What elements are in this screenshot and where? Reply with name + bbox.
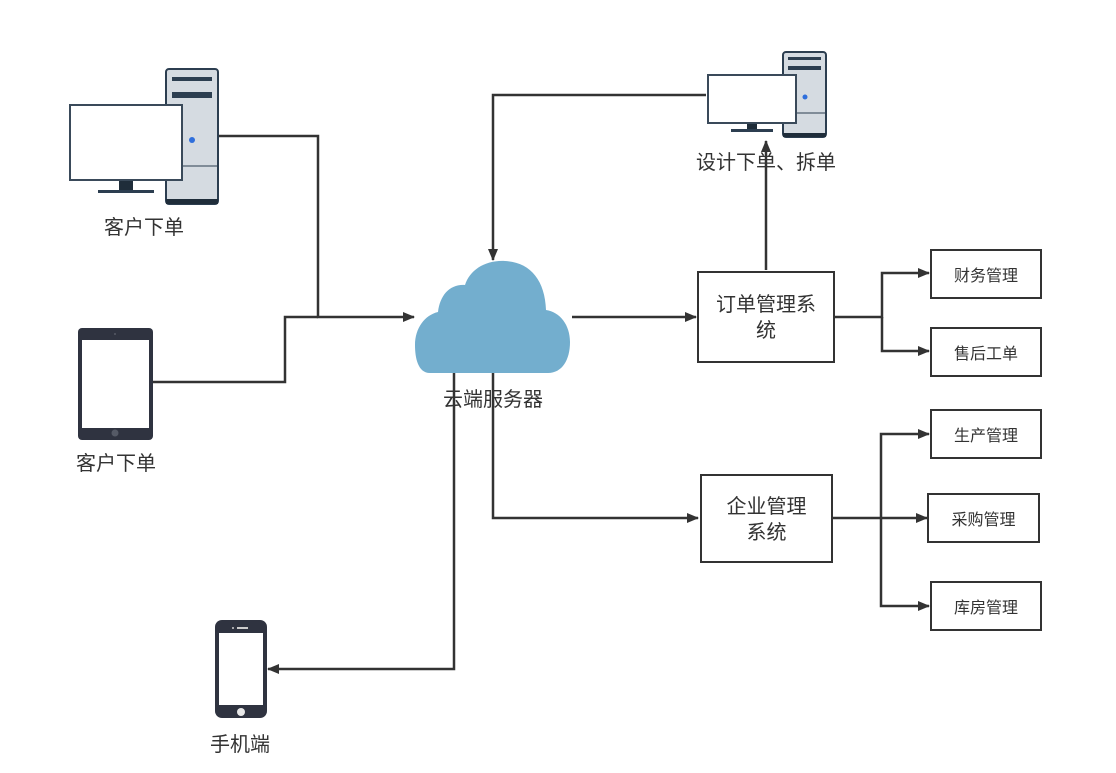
edge-tablet-to-cloud <box>152 315 318 384</box>
edge-order-to-finance <box>835 268 930 319</box>
purchasing-box[interactable]: 采购管理 <box>927 493 1040 543</box>
smartphone-icon[interactable] <box>215 620 267 718</box>
production-label: 生产管理 <box>953 426 1018 445</box>
edge-cloud-to-enterprise-system <box>491 372 699 523</box>
warehouse-box[interactable]: 库房管理 <box>930 581 1042 631</box>
production-box[interactable]: 生产管理 <box>930 409 1042 459</box>
cloud-server-label: 云端服务器 <box>443 387 543 411</box>
desktop-client-label: 客户下单 <box>104 215 184 239</box>
edge-order-to-after-sales <box>880 317 930 356</box>
enterprise-system-box[interactable]: 企业管理系统 <box>700 474 833 563</box>
cloud-icon[interactable] <box>415 260 570 373</box>
edge-design-to-cloud <box>488 93 706 261</box>
finance-box[interactable]: 财务管理 <box>930 249 1042 299</box>
desktop-computer-icon[interactable] <box>69 68 219 205</box>
tablet-client-label: 客户下单 <box>76 451 156 475</box>
finance-label: 财务管理 <box>953 266 1018 285</box>
edge-cloud-to-mobile <box>267 372 456 674</box>
tablet-icon[interactable] <box>78 328 153 440</box>
desktop-computer-icon[interactable] <box>707 51 827 138</box>
warehouse-label: 库房管理 <box>953 598 1018 617</box>
after-sales-label: 售后工单 <box>953 344 1018 363</box>
design-station-label: 设计下单、拆单 <box>696 150 836 174</box>
order-system-label: 订单管理系统 <box>716 292 816 342</box>
edge-enterprise-to-warehouse <box>879 518 930 611</box>
edge-desktop-to-cloud <box>218 134 415 322</box>
order-system-box[interactable]: 订单管理系统 <box>697 271 835 363</box>
mobile-label: 手机端 <box>210 732 270 756</box>
enterprise-system-label: 企业管理系统 <box>726 493 807 544</box>
purchasing-label: 采购管理 <box>951 510 1016 529</box>
after-sales-box[interactable]: 售后工单 <box>930 327 1042 377</box>
edge-enterprise-to-production <box>833 429 930 520</box>
